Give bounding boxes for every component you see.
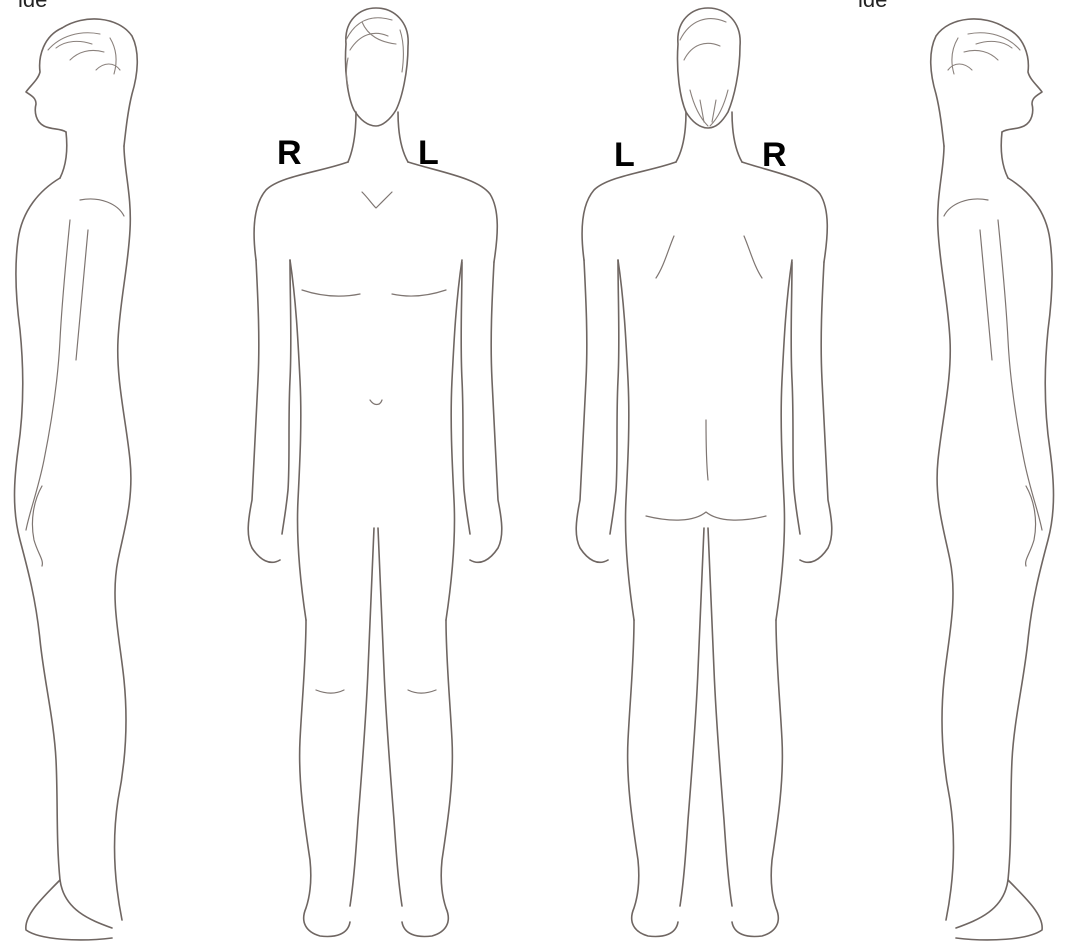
back-left-side-label: L [614, 138, 635, 172]
left-profile-figure [15, 19, 138, 940]
front-right-side-label: R [277, 136, 302, 170]
right-profile-figure [931, 19, 1054, 940]
front-left-side-label: L [418, 136, 439, 170]
back-right-side-label: R [762, 138, 787, 172]
